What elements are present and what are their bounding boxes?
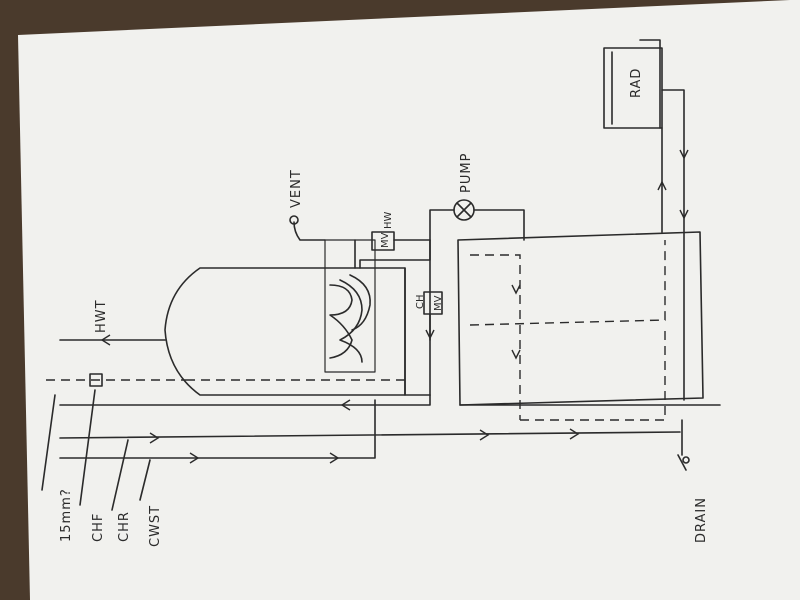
hw-label: HW [383,211,394,229]
cwst-pipe [59,399,376,464]
drain-label: DRAIN [694,497,709,543]
cwst-label: CWST [148,505,163,547]
boiler-box [457,231,704,421]
ch-label: CH [415,294,426,309]
cylinder-return-pipe [404,267,431,396]
radiator-pipes [639,39,689,401]
vent-icon [289,215,299,225]
pump-label: PUMP [459,153,474,193]
drain-valve-icon [682,456,690,464]
left-leaders [41,389,151,511]
paper-sheet [18,0,800,600]
vent-label: VENT [289,169,304,208]
hw-mv-label: MV [380,232,391,248]
hw-motorised-valve [371,231,431,251]
ch-motorised-valve [423,291,443,341]
pipe-size-label: 15mm? [59,488,74,542]
ch-mv-label: MV [433,295,444,311]
chf-pipe [59,394,721,411]
vent-pipe [289,215,356,269]
hwt-pipe [59,334,166,346]
rad-label: RAD [629,68,644,98]
drain [677,419,690,471]
valve-icon [89,373,103,387]
chf-label: CHF [91,513,106,542]
chr-pipe [59,428,681,444]
hwt-label: HWT [94,299,109,333]
hw-flow-pipe [359,239,431,269]
radiator [603,47,663,129]
cold-feed-pipe [45,373,190,387]
hot-water-cylinder [164,239,406,396]
chr-label: CHR [117,511,132,542]
